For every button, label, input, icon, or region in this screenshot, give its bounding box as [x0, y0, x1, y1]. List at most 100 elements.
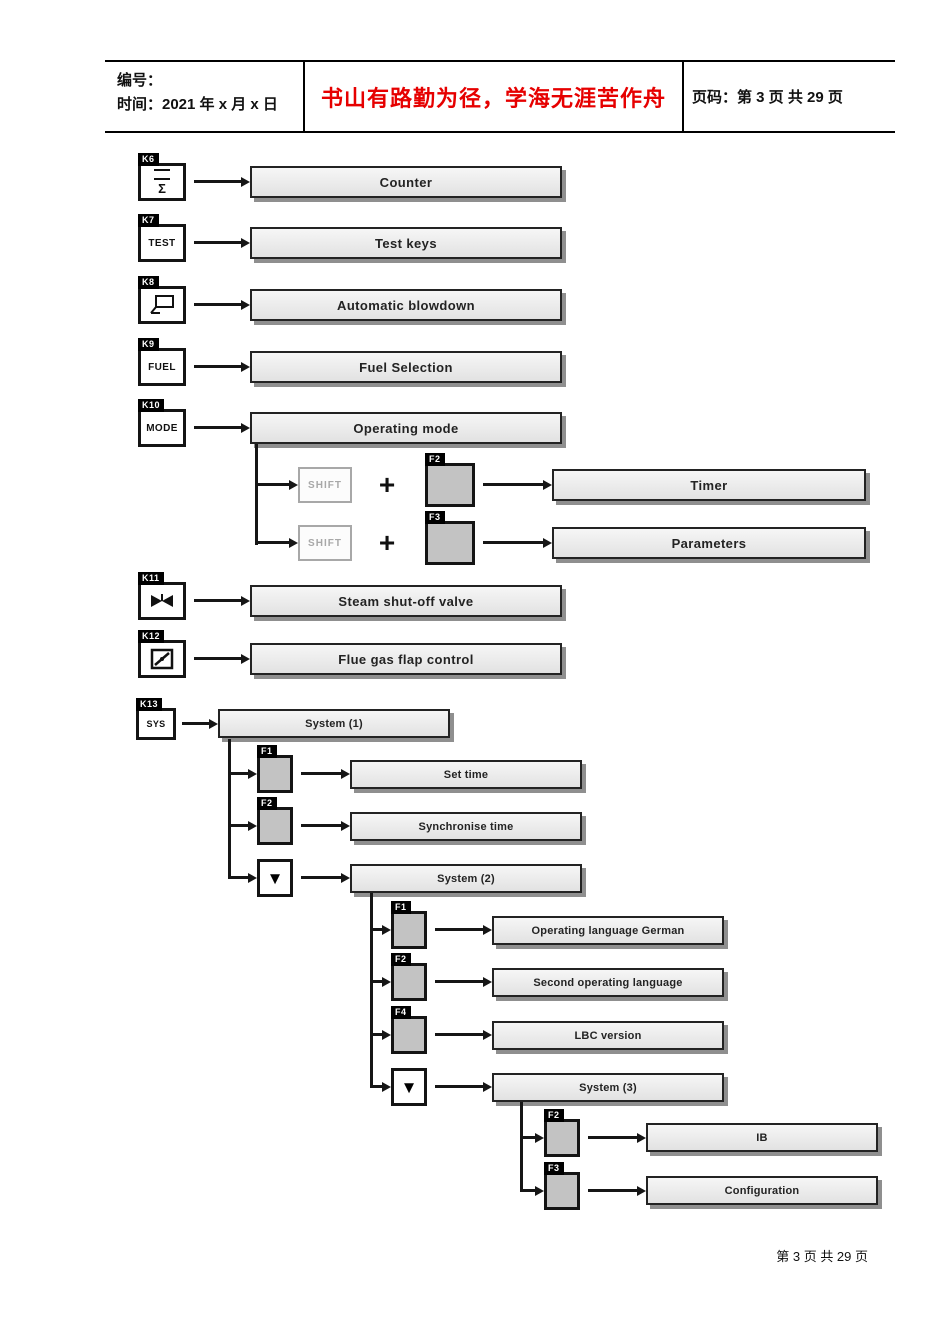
arrow: [194, 599, 241, 602]
header-meta: 编号： 时间：2021 年 x 月 x 日: [105, 62, 315, 131]
arrow: [520, 1189, 535, 1192]
box-fuel-selection: Fuel Selection: [250, 351, 562, 383]
connector-line: [370, 893, 373, 1088]
key-k9: K9 FUEL: [138, 338, 186, 386]
arrow: [255, 541, 289, 544]
key-k12-label: K12: [138, 630, 165, 643]
key-k10-text: MODE: [146, 422, 178, 434]
box-ib: IB: [646, 1123, 878, 1152]
box-operating-mode: Operating mode: [250, 412, 562, 444]
box-operating-language-german: Operating language German: [492, 916, 724, 945]
key-k8-label: K8: [138, 276, 159, 289]
document-header: 编号： 时间：2021 年 x 月 x 日 书山有路勤为径，学海无涯苦作舟 页码…: [105, 60, 895, 133]
key-f4: F4: [391, 1006, 427, 1054]
arrow: [370, 928, 382, 931]
box-system-3: System (3): [492, 1073, 724, 1102]
key-k13-text: SYS: [146, 719, 166, 729]
key-shift: SHIFT: [298, 525, 352, 561]
key-k11-label: K11: [138, 572, 164, 585]
key-f3: F3: [425, 511, 475, 565]
key-f1-label: F1: [391, 901, 411, 914]
box-counter: Counter: [250, 166, 562, 198]
arrow: [228, 772, 248, 775]
shift-label: SHIFT: [308, 479, 342, 491]
box-timer: Timer: [552, 469, 866, 501]
box-automatic-blowdown: Automatic blowdown: [250, 289, 562, 321]
arrow: [194, 657, 241, 660]
key-f1: F1: [257, 745, 293, 793]
box-steam-shutoff-valve: Steam shut-off valve: [250, 585, 562, 617]
key-k8: K8: [138, 276, 186, 324]
arrow: [194, 241, 241, 244]
counter-lines-icon: [154, 169, 170, 180]
key-f3-label: F3: [425, 511, 445, 524]
connector-line: [255, 444, 258, 545]
key-f2-label: F2: [257, 797, 277, 810]
key-k6-label: K6: [138, 153, 159, 166]
arrow: [483, 483, 543, 486]
key-k10: K10 MODE: [138, 399, 186, 447]
arrow: [194, 426, 241, 429]
header-page-number: 页码：第 3 页 共 29 页: [692, 89, 843, 106]
counter-icon: Σ: [154, 169, 170, 195]
header-motto: 书山有路勤为径，学海无涯苦作舟: [303, 62, 684, 131]
arrow: [435, 980, 483, 983]
arrow: [588, 1189, 637, 1192]
plus-sign: +: [378, 527, 396, 558]
key-shift: SHIFT: [298, 467, 352, 503]
key-k12: K12: [138, 630, 186, 678]
arrow: [370, 1085, 382, 1088]
key-f3: F3: [544, 1162, 580, 1210]
box-synchronise-time: Synchronise time: [350, 812, 582, 841]
arrow: [435, 928, 483, 931]
key-down-arrow: ▼: [257, 859, 293, 897]
arrow: [228, 876, 248, 879]
plus-sign: +: [378, 469, 396, 500]
box-lbc-version: LBC version: [492, 1021, 724, 1050]
box-set-time: Set time: [350, 760, 582, 789]
arrow: [194, 303, 241, 306]
blowdown-icon: [150, 295, 174, 314]
box-flue-gas-flap-control: Flue gas flap control: [250, 643, 562, 675]
steam-valve-icon: [151, 594, 173, 607]
box-second-operating-language: Second operating language: [492, 968, 724, 997]
key-k13: K13 SYS: [136, 698, 176, 740]
arrow: [301, 876, 341, 879]
key-f1: F1: [391, 901, 427, 949]
connector-line: [520, 1102, 523, 1192]
key-f2: F2: [391, 953, 427, 1001]
arrow: [435, 1033, 483, 1036]
footer-page-number: 第 3 页 共 29 页: [776, 1249, 868, 1264]
key-f1-label: F1: [257, 745, 277, 758]
box-test-keys: Test keys: [250, 227, 562, 259]
arrow: [194, 180, 241, 183]
sum-glyph: Σ: [158, 181, 166, 196]
key-f3-label: F3: [544, 1162, 564, 1175]
arrow: [588, 1136, 637, 1139]
key-f4-label: F4: [391, 1006, 411, 1019]
key-k6: K6 Σ: [138, 153, 186, 201]
key-f2-label: F2: [391, 953, 411, 966]
box-system-1: System (1): [218, 709, 450, 738]
arrow: [194, 365, 241, 368]
key-down-arrow: ▼: [391, 1068, 427, 1106]
down-arrow-icon: ▼: [400, 1077, 418, 1097]
arrow: [255, 483, 289, 486]
key-f2-label: F2: [425, 453, 445, 466]
key-f2: F2: [544, 1109, 580, 1157]
box-parameters: Parameters: [552, 527, 866, 559]
arrow: [483, 541, 543, 544]
key-f2: F2: [257, 797, 293, 845]
arrow: [370, 1033, 382, 1036]
key-k7-text: TEST: [148, 237, 176, 249]
arrow: [301, 824, 341, 827]
header-date: 时间：2021 年 x 月 x 日: [117, 96, 278, 113]
key-f2: F2: [425, 453, 475, 507]
key-k10-label: K10: [138, 399, 165, 412]
arrow: [228, 824, 248, 827]
arrow: [370, 980, 382, 983]
flue-gas-flap-icon: [150, 648, 174, 670]
arrow: [520, 1136, 535, 1139]
key-k9-text: FUEL: [148, 361, 176, 373]
arrow: [182, 722, 209, 725]
